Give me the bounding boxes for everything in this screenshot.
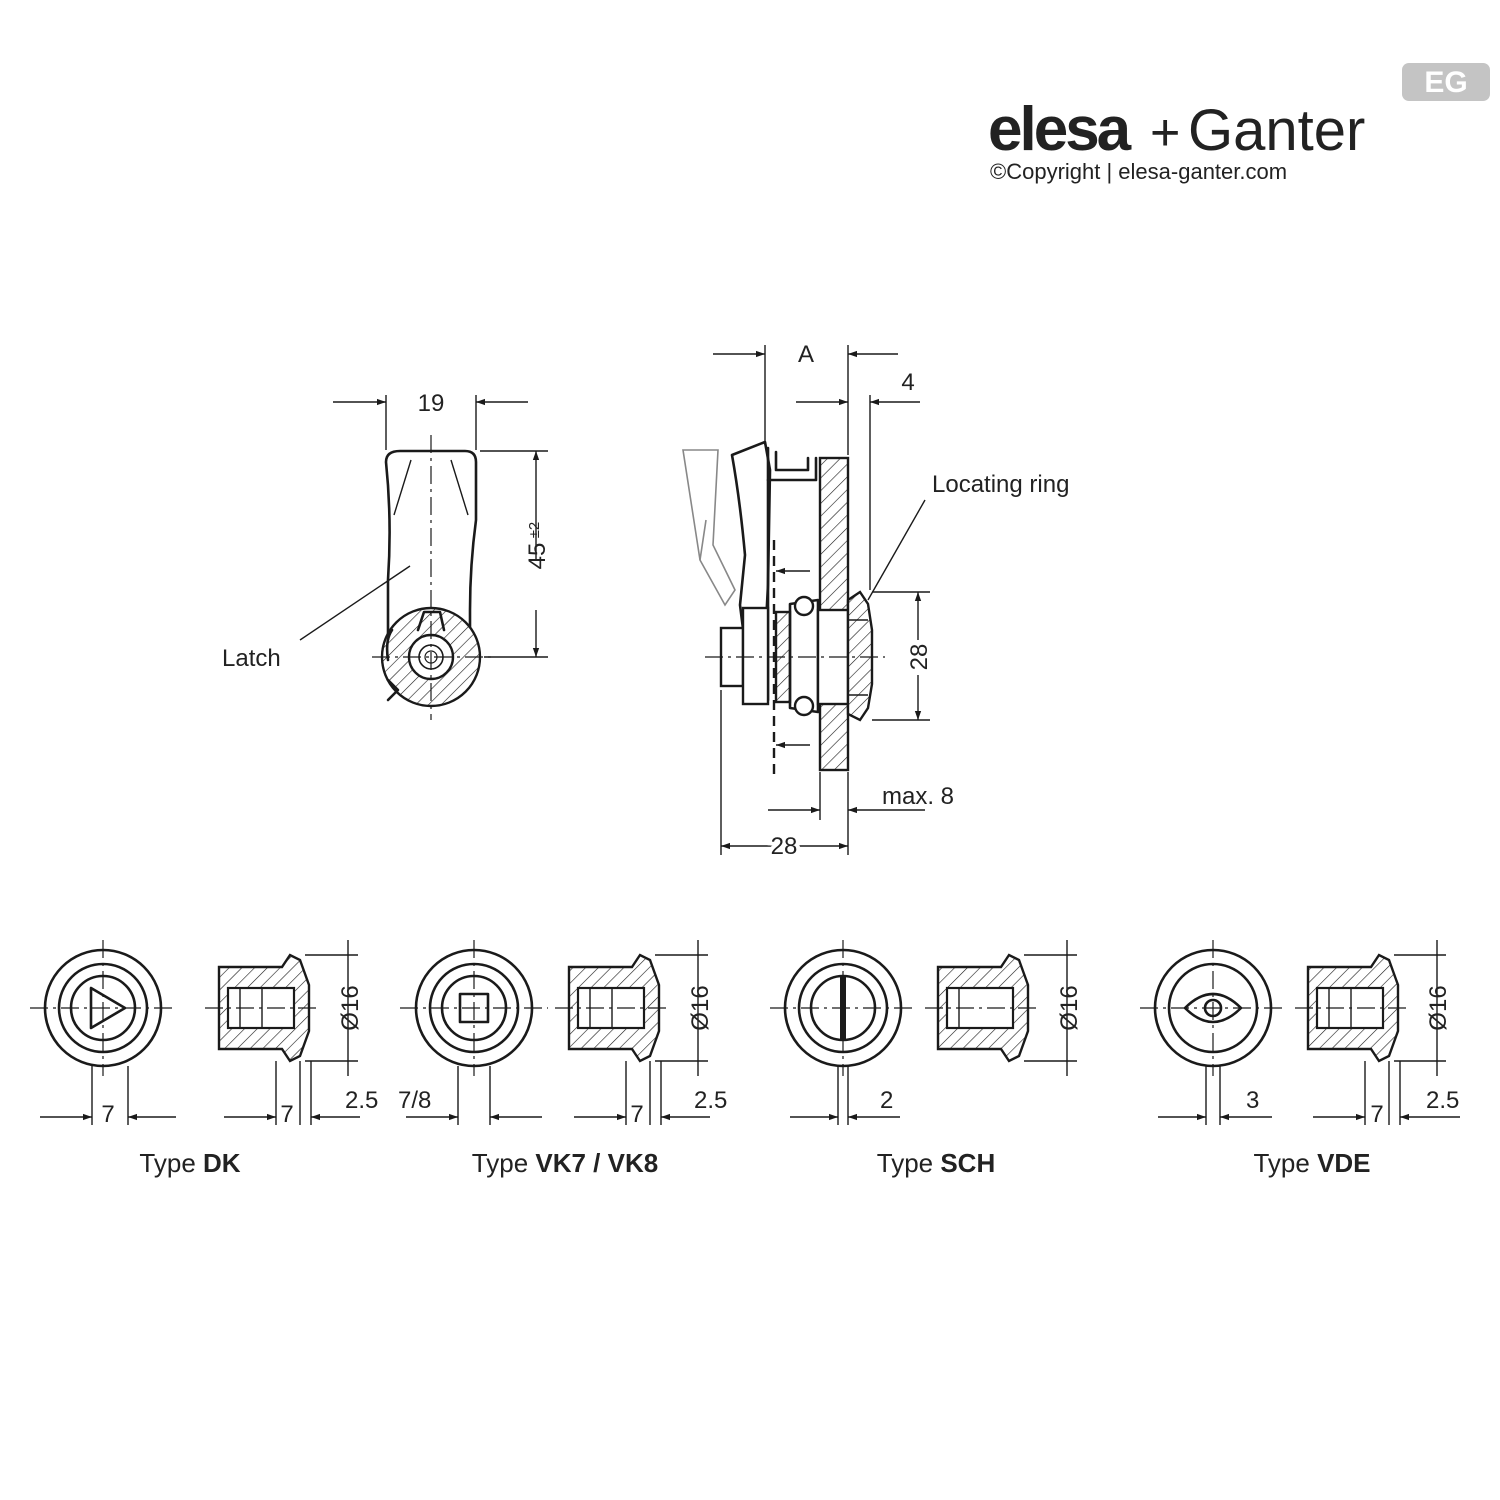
- sch-type-label: Type SCH: [877, 1148, 996, 1178]
- dk-dim-left: 7: [101, 1101, 114, 1128]
- vk-dim-mid: 7: [630, 1101, 643, 1128]
- brand-plus: +: [1150, 104, 1180, 162]
- vde-dim-right: 2.5: [1426, 1087, 1459, 1114]
- type-dk: Ø16 7 7 2.5 Type DK: [30, 940, 378, 1178]
- locating-ring: [846, 590, 874, 722]
- dk-type-label: Type DK: [139, 1148, 240, 1178]
- dim-28-vertical: 28: [906, 644, 933, 671]
- triangle-key-icon: [89, 986, 127, 1030]
- sch-dia: Ø16: [1056, 985, 1083, 1030]
- dim-height-45: 45: [524, 543, 551, 570]
- brand-name-part1: elesa: [988, 95, 1132, 164]
- vde-dim-left: 3: [1246, 1087, 1259, 1114]
- eg-badge: EG: [1402, 63, 1490, 101]
- dim-28-horizontal: 28: [771, 833, 798, 860]
- vk-dia: Ø16: [687, 985, 714, 1030]
- dim-max-8: max. 8: [882, 783, 954, 810]
- locating-ring-label: Locating ring: [932, 471, 1069, 498]
- vk-dim-right: 2.5: [694, 1087, 727, 1114]
- latch-leader: [299, 565, 411, 641]
- vde-dia: Ø16: [1425, 985, 1452, 1030]
- eg-badge-text: EG: [1424, 66, 1467, 99]
- type-sch: Ø16 2 Type SCH: [770, 940, 1083, 1178]
- vk-dim-left: 7/8: [398, 1087, 431, 1114]
- dim-a: A: [798, 341, 814, 368]
- type-vk: Ø16 7/8 7 2.5 Type VK7 / VK8: [398, 940, 727, 1178]
- type-vde: Ø16 3 7 2.5 Type VDE: [1140, 940, 1460, 1178]
- locating-ring-leader: [867, 499, 926, 601]
- dk-dia: Ø16: [337, 985, 364, 1030]
- vde-type-label: Type VDE: [1253, 1148, 1370, 1178]
- sch-dim-left: 2: [880, 1087, 893, 1114]
- dim-4: 4: [901, 369, 914, 396]
- copyright-text: ©Copyright | elesa-ganter.com: [990, 159, 1287, 184]
- latch-u: [766, 446, 818, 482]
- latch-outline: [384, 449, 478, 682]
- lever-ghost: [682, 449, 736, 607]
- dim-width-19: 19: [418, 390, 445, 417]
- front-view: 19 45 ±2 Latch: [222, 390, 551, 720]
- vde-dim-mid: 7: [1370, 1101, 1383, 1128]
- dk-dim-right: 2.5: [345, 1087, 378, 1114]
- vk-type-label: Type VK7 / VK8: [472, 1148, 658, 1178]
- dk-dim-mid: 7: [280, 1101, 293, 1128]
- brand-logo: EG elesa + Ganter ©Copyright | elesa-gan…: [988, 63, 1490, 184]
- hex-nut: [788, 598, 820, 714]
- dim-height-tolerance: ±2: [526, 522, 543, 539]
- latch-label: Latch: [222, 645, 281, 672]
- brand-name-part2: Ganter: [1188, 98, 1365, 163]
- side-view: A 4 Locating ring 28 max. 8 28: [682, 341, 1069, 864]
